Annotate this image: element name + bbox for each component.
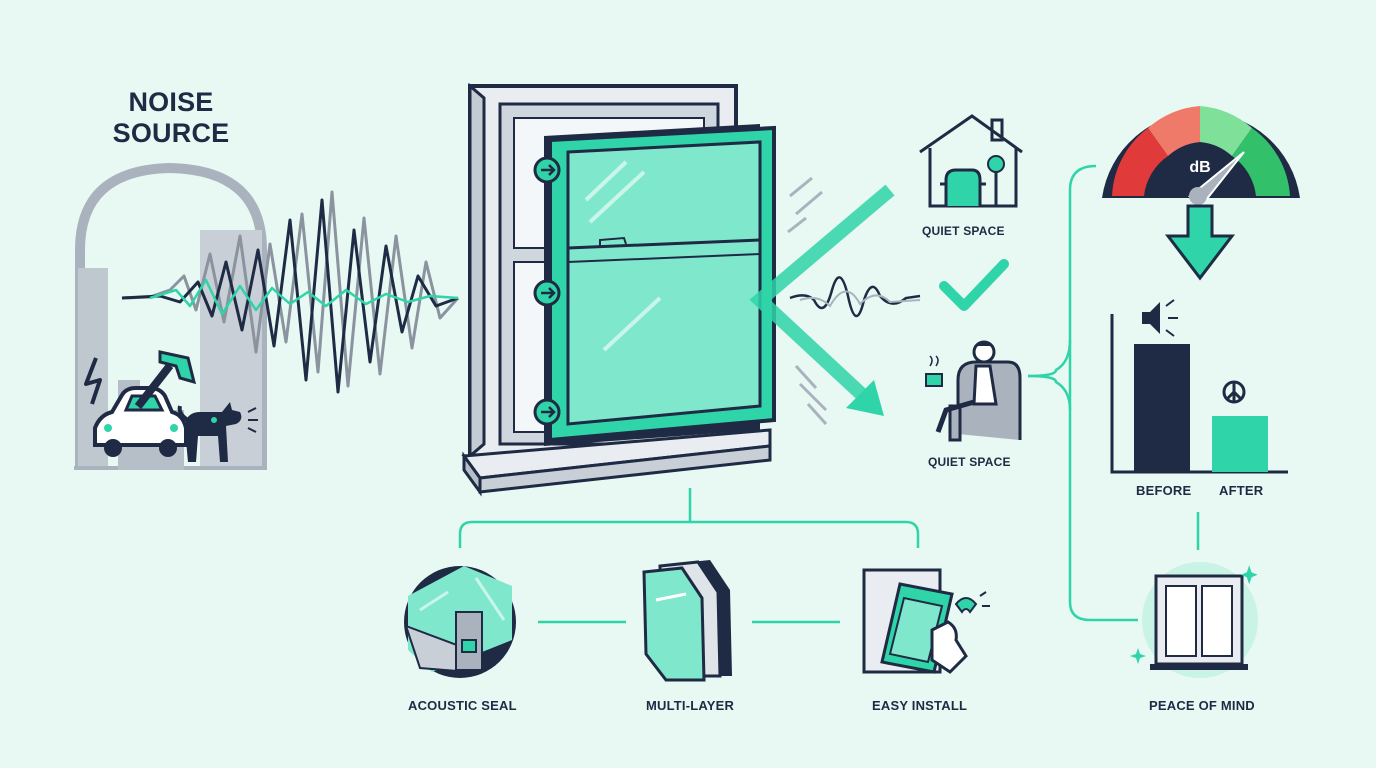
db-unit-label: dB [1189, 159, 1210, 176]
peace-of-mind-icon [1130, 562, 1258, 678]
acoustic-seal-icon [404, 566, 516, 678]
noise-source-title: NOISE SOURCE [101, 87, 241, 149]
acoustic-insert-panel [544, 124, 776, 446]
noise-waveform [121, 190, 460, 394]
person-armchair-icon [925, 340, 1022, 442]
clip-icons [533, 156, 561, 426]
before-bar [1134, 344, 1190, 472]
easy-install-icon [862, 568, 990, 674]
connector-lines [458, 164, 1200, 624]
house-icon [919, 114, 1023, 208]
after-label: AFTER [1219, 483, 1264, 498]
clip-icon [533, 279, 561, 307]
decrease-arrow [1164, 204, 1236, 281]
quiet-space-top-label: QUIET SPACE [922, 224, 1005, 238]
noise-source-line1: NOISE [128, 87, 214, 117]
before-after-chart [1110, 314, 1288, 474]
deflection-arrow [749, 176, 895, 426]
lightning-icon [84, 357, 102, 405]
before-label: BEFORE [1136, 483, 1192, 498]
feature-label-easy-install: EASY INSTALL [872, 698, 968, 713]
quiet-space-bottom-label: QUIET SPACE [928, 455, 1011, 469]
peace-of-mind-label: PEACE OF MIND [1149, 698, 1255, 713]
peace-icon [1222, 380, 1246, 404]
hammer-icon [134, 350, 197, 409]
db-gauge: dB [1102, 106, 1300, 205]
clip-icon [533, 398, 561, 426]
clip-icon [533, 156, 561, 184]
check-icon [939, 259, 1009, 311]
reduced-waveform [789, 276, 921, 318]
feature-label-acoustic-seal: ACOUSTIC SEAL [408, 698, 517, 713]
after-bar [1212, 416, 1268, 472]
car-icon [93, 386, 188, 457]
feature-label-multi-layer: MULTI-LAYER [646, 698, 735, 713]
speaker-icon [1142, 299, 1178, 337]
multi-layer-icon [642, 560, 732, 682]
dog-icon [177, 402, 258, 462]
noise-source-line2: SOURCE [112, 118, 230, 148]
